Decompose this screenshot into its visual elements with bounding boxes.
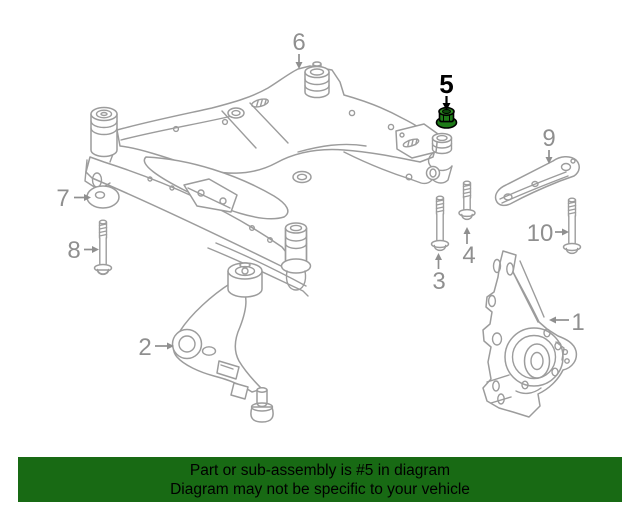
callout-3[interactable]: 3 [432, 253, 446, 295]
callout-1-arrow [549, 316, 569, 324]
flange-nut-highlighted-drawing [435, 106, 458, 129]
subframe-front-bushing [280, 222, 312, 291]
callout-7[interactable]: 7 [56, 185, 91, 212]
washer-drawing [86, 185, 120, 209]
info-banner: Part or sub-assembly is #5 in diagram Di… [18, 457, 622, 502]
callout-7-arrow [74, 194, 91, 201]
callout-1[interactable]: 1 [549, 309, 585, 336]
callout-10-arrow [555, 228, 569, 236]
steering-knuckle-drawing [482, 250, 578, 418]
callout-9[interactable]: 9 [542, 125, 556, 164]
bracket-9-drawing [494, 156, 580, 207]
subframe-crossmember-drawing [84, 61, 453, 297]
callout-10[interactable]: 10 [527, 220, 569, 247]
callout-4[interactable]: 4 [462, 227, 476, 269]
callout-2-number[interactable]: 2 [138, 334, 151, 361]
banner-line-2: Diagram may not be specific to your vehi… [170, 480, 470, 498]
callout-9-arrow [545, 150, 553, 164]
banner-line-1: Part or sub-assembly is #5 in diagram [189, 461, 451, 479]
callout-2[interactable]: 2 [138, 334, 174, 361]
callout-3-number[interactable]: 3 [432, 268, 445, 295]
callout-2-arrow [155, 342, 174, 350]
callout-5-arrow [442, 96, 451, 111]
callout-4-arrow [463, 227, 471, 244]
callout-5-highlighted[interactable]: 5 [439, 69, 454, 111]
callout-5-number[interactable]: 5 [439, 69, 453, 99]
control-arm-drawing [171, 262, 274, 423]
subframe-left-bushing [90, 106, 118, 158]
callout-8-arrow [84, 246, 99, 253]
subframe-top-insulator [304, 61, 330, 99]
callout-10-number[interactable]: 10 [527, 220, 554, 247]
bolt-8-drawing [93, 219, 113, 276]
callout-6[interactable]: 6 [292, 29, 306, 69]
callout-8[interactable]: 8 [67, 237, 99, 264]
callout-7-number[interactable]: 7 [56, 185, 69, 212]
bolt-3-drawing [430, 195, 450, 252]
callout-4-number[interactable]: 4 [462, 242, 475, 269]
callout-3-arrow [435, 253, 442, 269]
callout-6-number[interactable]: 6 [292, 29, 305, 56]
callout-1-number[interactable]: 1 [571, 309, 584, 336]
bolt-10-drawing [562, 197, 582, 255]
callout-6-arrow [295, 54, 303, 69]
callout-9-number[interactable]: 9 [542, 125, 555, 152]
callout-8-number[interactable]: 8 [67, 237, 80, 264]
bolt-4-drawing [458, 180, 476, 221]
